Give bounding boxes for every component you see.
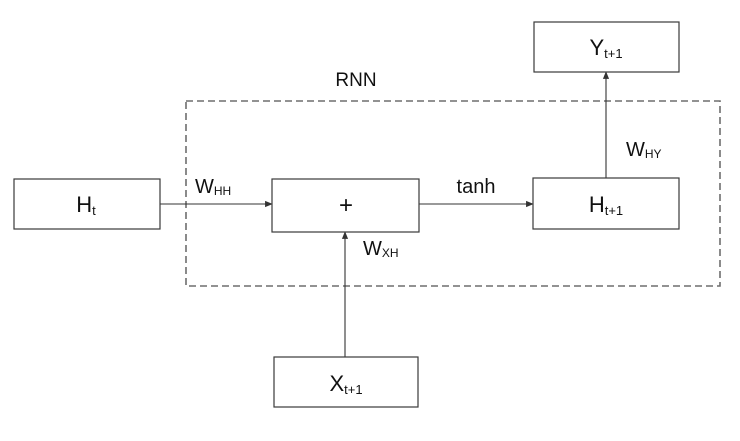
node-sum-label: + — [339, 192, 353, 219]
node-ht-label: Ht — [76, 192, 96, 218]
node-xt1-main: X — [329, 371, 344, 396]
node-xt1-sub: t+1 — [344, 382, 362, 397]
node-yt1-box — [533, 21, 680, 73]
node-ht1-main: H — [589, 192, 605, 217]
node-ht1-label: Ht+1 — [589, 192, 623, 218]
node-yt1-sub: t+1 — [604, 46, 622, 61]
edge-label-wxh-main: W — [363, 238, 382, 260]
node-xt1-label: Xt+1 — [329, 371, 362, 397]
edge-label-whh: WHH — [195, 176, 231, 198]
node-yt1-label: Yt+1 — [589, 35, 622, 61]
node-ht1-box — [532, 177, 680, 230]
edge-label-tanh: tanh — [457, 176, 496, 198]
edge-label-wxh: WXH — [363, 238, 399, 260]
node-sum-box — [271, 178, 420, 233]
node-yt1-main: Y — [589, 35, 604, 60]
rnn-group-border — [185, 100, 721, 287]
edge-label-wxh-sub: XH — [382, 246, 399, 260]
edge-label-why: WHY — [626, 139, 662, 161]
node-ht-sub: t — [92, 203, 96, 218]
edge-label-whh-sub: HH — [214, 184, 231, 198]
edge-label-why-main: W — [626, 139, 645, 161]
edge-label-why-sub: HY — [645, 147, 662, 161]
node-ht-box — [13, 178, 161, 230]
rnn-group-title: RNN — [335, 70, 376, 91]
edge-label-whh-main: W — [195, 176, 214, 198]
node-ht-main: H — [76, 192, 92, 217]
node-ht1-sub: t+1 — [605, 203, 623, 218]
node-xt1-box — [273, 356, 419, 408]
